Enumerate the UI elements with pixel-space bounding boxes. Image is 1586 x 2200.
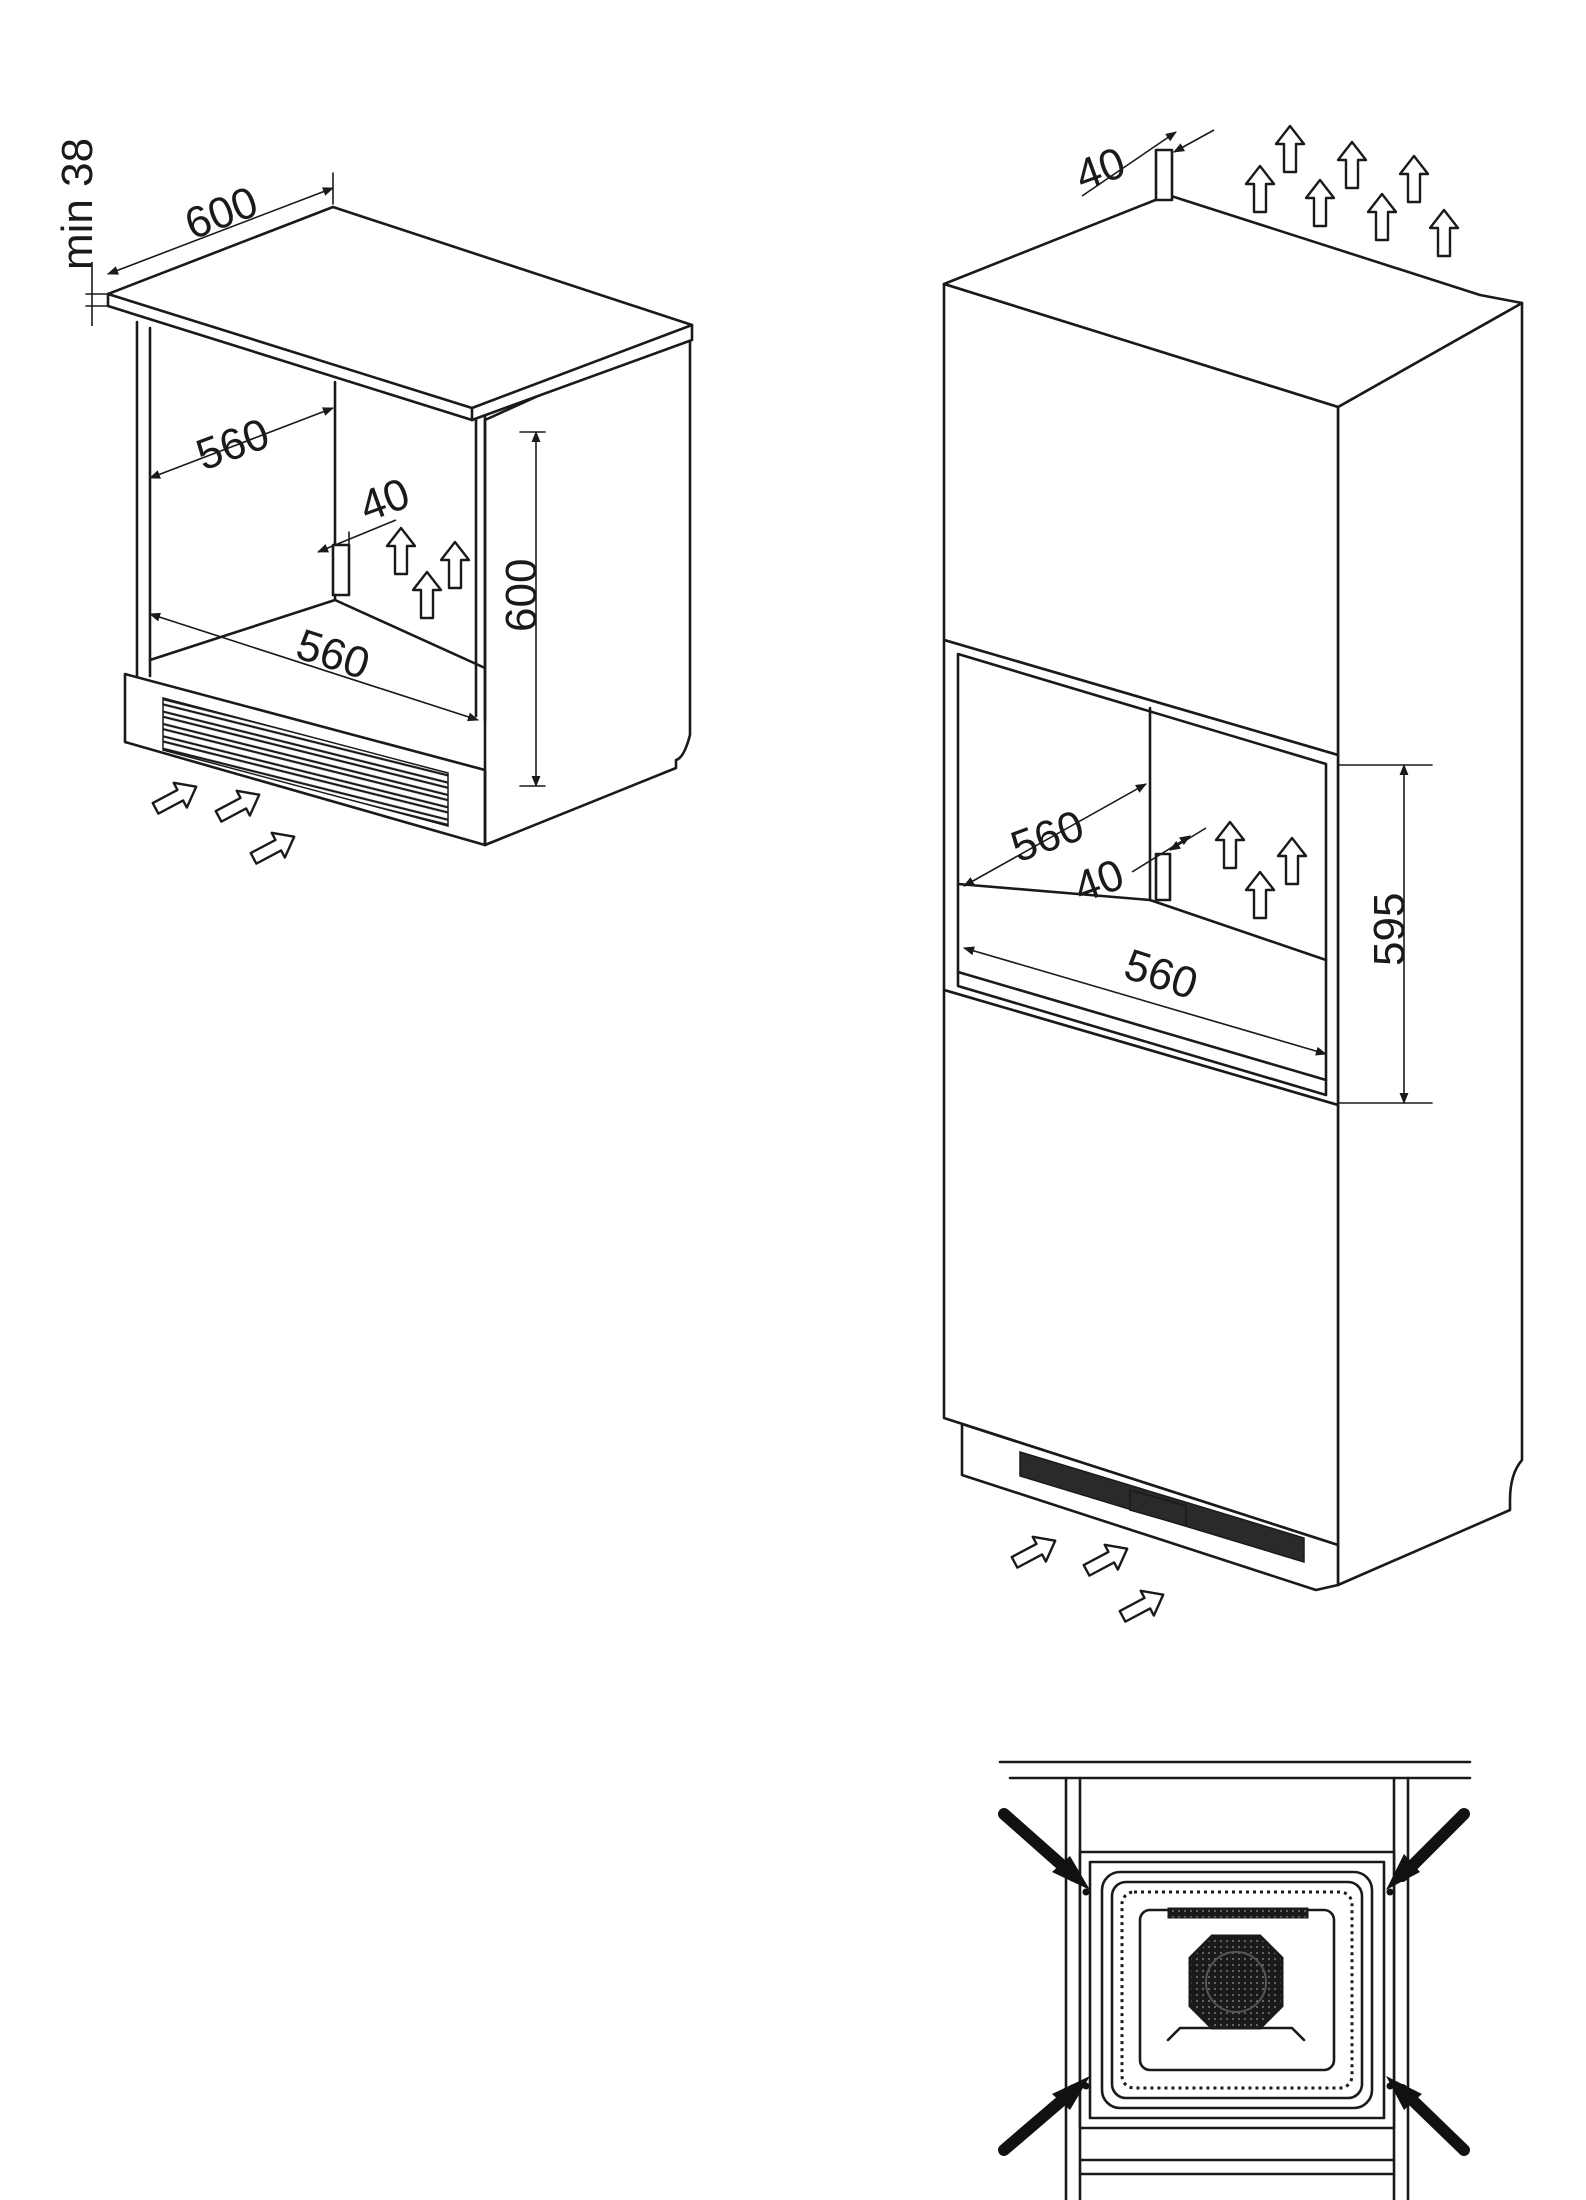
oven-cavity-dotted bbox=[1120, 1890, 1354, 2090]
figure-tall-housing-cabinet: 40 560 40 560 595 bbox=[942, 124, 1524, 1630]
dim-label-niche-height: 595 bbox=[1365, 893, 1414, 966]
airflow-inlet-arrow bbox=[1006, 1527, 1063, 1576]
plinth-vent-grille bbox=[162, 697, 449, 827]
fixing-arrow bbox=[998, 1808, 1090, 1890]
airflow-exhaust-arrow bbox=[1274, 124, 1306, 174]
worktop-right-edge bbox=[470, 323, 694, 410]
dim-line-rear-gap bbox=[316, 519, 397, 553]
oven-front-frame-inner bbox=[1088, 1860, 1386, 2120]
dim-label-height: 600 bbox=[497, 559, 546, 632]
dim-line-top-width bbox=[106, 187, 335, 275]
airflow-up-arrow bbox=[385, 526, 417, 576]
airflow-exhaust-arrow bbox=[1428, 208, 1460, 258]
figure-under-counter-cabinet: 600 min 38 560 40 560 600 bbox=[53, 138, 694, 872]
airflow-exhaust-arrow bbox=[1244, 164, 1276, 214]
niche-rear-rail bbox=[1154, 852, 1172, 902]
niche-inner-frame bbox=[956, 652, 1328, 1097]
dim-line-niche-width-upper bbox=[963, 783, 1147, 887]
airflow-exhaust-arrow bbox=[1304, 178, 1336, 228]
airflow-exhaust-arrow bbox=[1336, 140, 1368, 190]
fixing-arrow bbox=[1386, 2076, 1470, 2156]
airflow-up-arrow bbox=[411, 570, 443, 620]
airflow-inlet-arrow bbox=[1078, 1535, 1135, 1584]
oven-cavity-outer bbox=[1110, 1880, 1364, 2100]
dim-label-inner-width-upper: 560 bbox=[190, 409, 276, 480]
oven-top-grille bbox=[1167, 1907, 1309, 1919]
fixing-arrow bbox=[998, 2076, 1090, 2156]
rear-rail bbox=[331, 543, 351, 597]
airflow-inlet-arrow bbox=[147, 773, 204, 822]
dim-label-top-gap: 40 bbox=[1069, 138, 1132, 201]
dim-line-niche-rear-gap-outer bbox=[1169, 827, 1207, 851]
airflow-up-arrow bbox=[439, 540, 471, 590]
fixing-arrow bbox=[1386, 1808, 1470, 1890]
airflow-exhaust-arrow bbox=[1366, 192, 1398, 242]
niche-floor-left-edge bbox=[956, 882, 1152, 902]
oven-bottom-bracket bbox=[1166, 2026, 1306, 2042]
housing-plinth-vent-center bbox=[1129, 1489, 1187, 1527]
airflow-inlet-arrow bbox=[245, 823, 302, 872]
screw-point bbox=[1386, 1888, 1394, 1896]
dim-label-rear-gap: 40 bbox=[353, 469, 416, 532]
dim-line-niche-width-lower bbox=[962, 946, 1328, 1056]
dim-line-inner-width-lower bbox=[148, 612, 480, 722]
airflow-inlet-arrow bbox=[210, 781, 267, 830]
dim-line-top-gap bbox=[1081, 131, 1177, 197]
dim-label-inner-width-lower: 560 bbox=[291, 620, 376, 689]
figure-oven-mounting-front bbox=[998, 1760, 1472, 2200]
worktop-front-edge bbox=[106, 292, 474, 410]
airflow-inlet-arrow bbox=[1114, 1581, 1171, 1630]
oven-fan-ring bbox=[1205, 1951, 1267, 2013]
housing-right-side-panel bbox=[1336, 301, 1524, 1587]
airflow-exhaust-arrow bbox=[1398, 154, 1430, 204]
top-rear-slot bbox=[1154, 148, 1174, 202]
oven-fan-cover bbox=[1188, 1934, 1284, 2030]
screw-point bbox=[1082, 1888, 1090, 1896]
dim-label-min-clearance: min 38 bbox=[53, 138, 102, 270]
dim-line-inner-width-upper bbox=[148, 407, 335, 479]
dim-line-top-gap-outer bbox=[1173, 129, 1215, 153]
